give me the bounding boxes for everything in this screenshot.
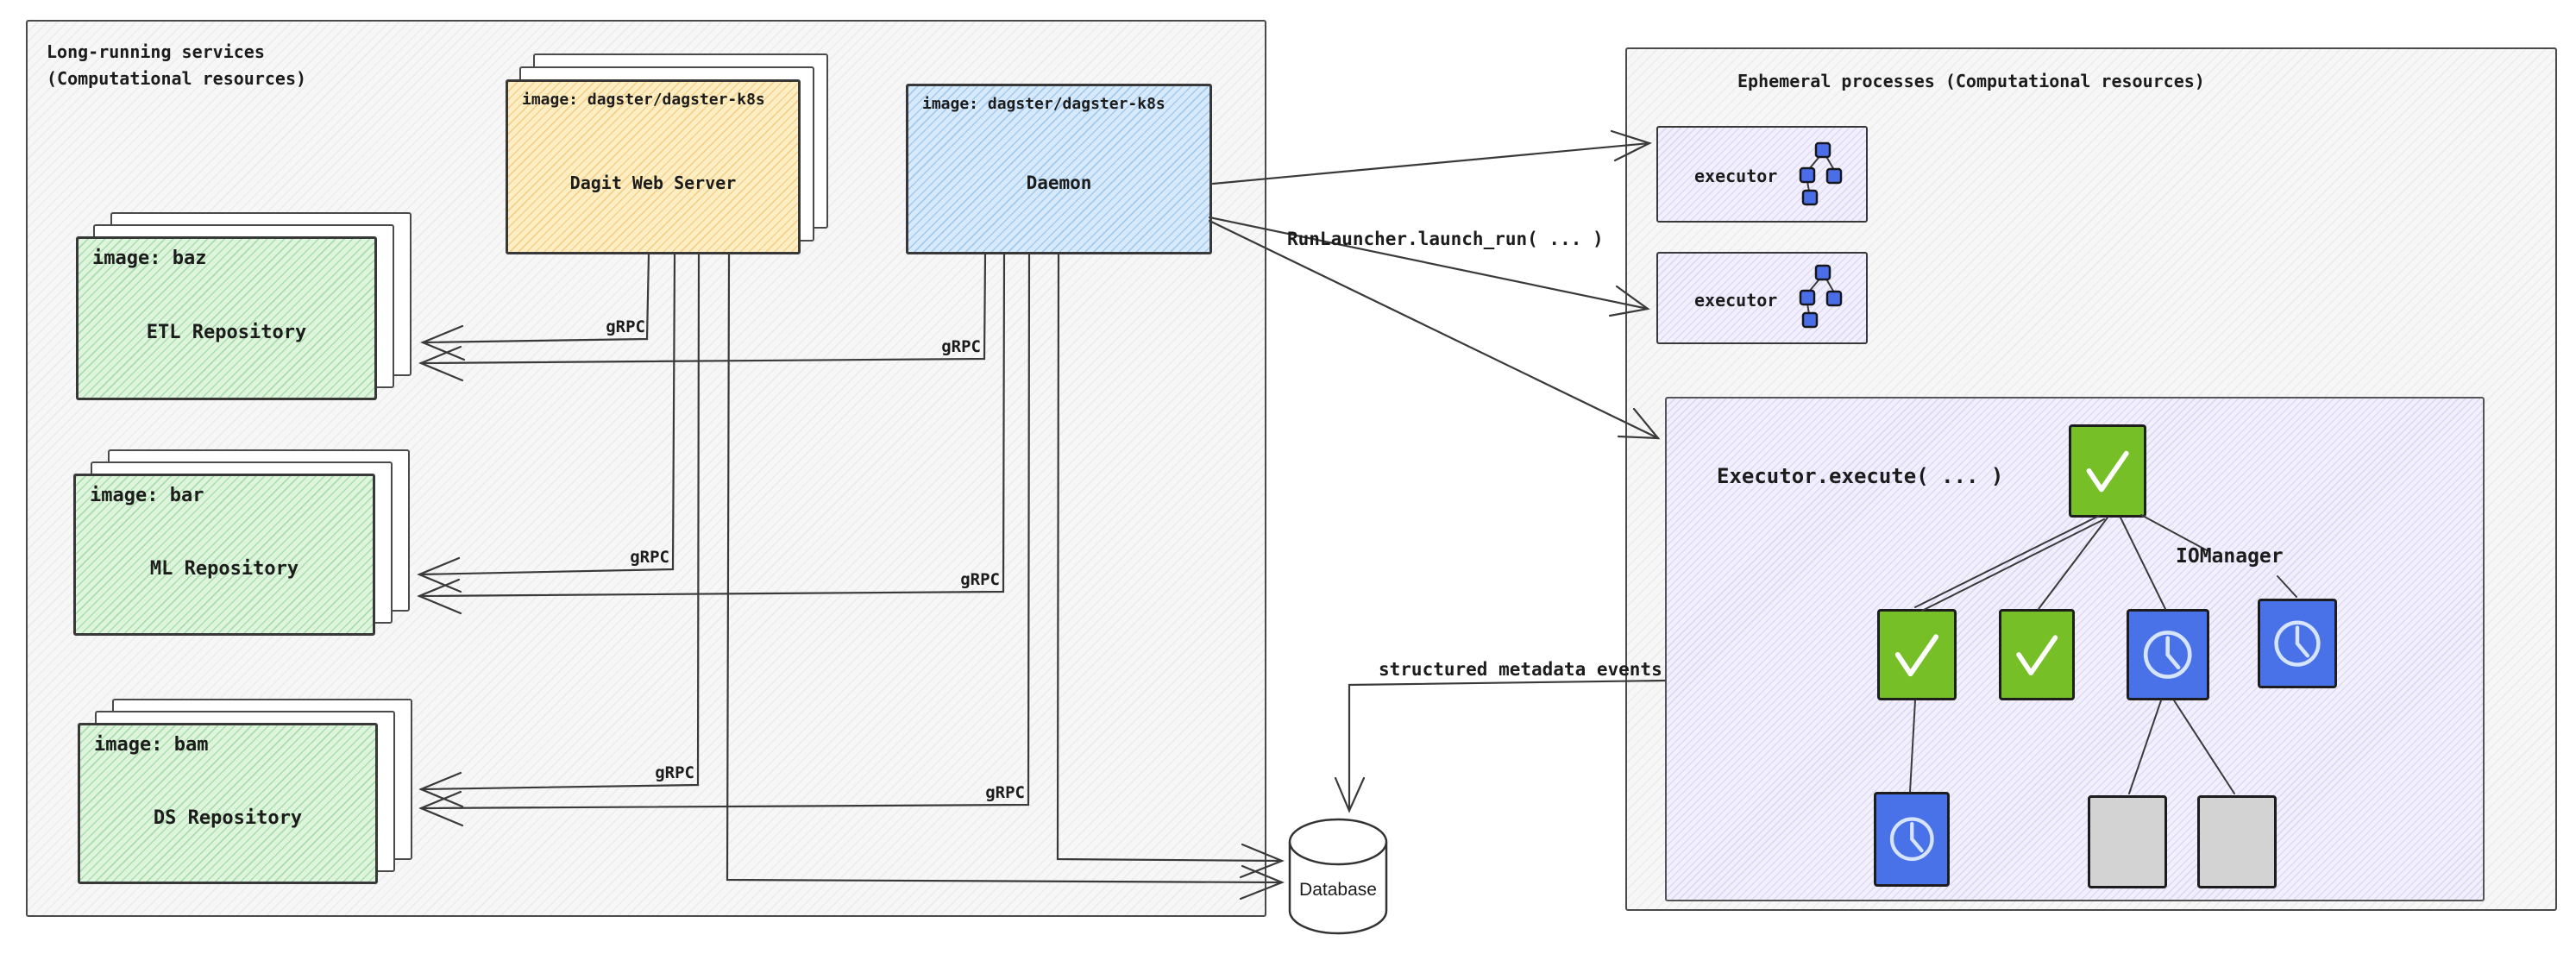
grpc-label: gRPC bbox=[960, 570, 1000, 589]
dagit-name: Dagit Web Server bbox=[569, 173, 737, 193]
dag-node-clock bbox=[2258, 599, 2337, 688]
daemon-name: Daemon bbox=[1026, 173, 1092, 193]
executor-1-label: executor bbox=[1694, 166, 1778, 186]
dag-node-blank bbox=[2088, 795, 2167, 888]
ml-image-label: image: bar bbox=[90, 485, 204, 506]
ds-image-label: image: bam bbox=[94, 734, 209, 756]
executor-execute-title: Executor.execute( ... ) bbox=[1717, 464, 2004, 488]
ds-repo-name: DS Repository bbox=[153, 807, 303, 829]
io-manager-label: IOManager bbox=[2176, 545, 2284, 568]
executor-2-label: executor bbox=[1694, 290, 1778, 311]
executor-box-2: executor bbox=[1656, 252, 1868, 344]
dag-node-check bbox=[1999, 609, 2075, 700]
grpc-label: gRPC bbox=[941, 337, 981, 356]
executor-box-1: executor bbox=[1656, 126, 1868, 223]
right-box-title: Ephemeral processes (Computational resou… bbox=[1737, 71, 2205, 91]
grpc-label: gRPC bbox=[985, 783, 1025, 802]
etl-repo-name: ETL Repository bbox=[146, 322, 307, 343]
grpc-label: gRPC bbox=[606, 317, 645, 336]
left-box-title-line2: (Computational resources) bbox=[47, 68, 307, 89]
run-launcher-arrow-executor-execute bbox=[1208, 219, 1661, 440]
ml-repo-name: ML Repository bbox=[149, 558, 299, 580]
dag-node-check bbox=[1877, 609, 1957, 700]
etl-image-label: image: baz bbox=[92, 248, 207, 269]
left-box-title-line1: Long-running services bbox=[47, 41, 265, 62]
dagit-image-label: image: dagster/dagster-k8s bbox=[522, 91, 765, 109]
database-cylinder bbox=[1288, 818, 1388, 935]
op-graph-icon bbox=[1798, 141, 1846, 212]
grpc-label: gRPC bbox=[655, 763, 694, 782]
run-launcher-label: RunLauncher.launch_run( ... ) bbox=[1287, 229, 1604, 249]
dag-node-blank bbox=[2197, 795, 2277, 888]
metadata-events-label: structured metadata events bbox=[1379, 659, 1662, 680]
ml-repository-box: image: bar ML Repository bbox=[73, 474, 375, 636]
ds-repository-box: image: bam DS Repository bbox=[78, 723, 378, 884]
grpc-label: gRPC bbox=[630, 548, 669, 567]
dag-node-clock bbox=[2127, 609, 2209, 700]
metadata-events-arrow bbox=[1334, 679, 1667, 813]
dag-node-check bbox=[2069, 424, 2146, 518]
op-graph-icon bbox=[1798, 264, 1846, 335]
daemon-image-label: image: dagster/dagster-k8s bbox=[922, 95, 1165, 113]
dagit-web-server-box: image: dagster/dagster-k8s Dagit Web Ser… bbox=[506, 79, 801, 254]
dag-node-clock bbox=[1874, 792, 1950, 887]
run-launcher-arrow-executor-1 bbox=[1211, 129, 1652, 185]
database-label: Database bbox=[1299, 880, 1377, 900]
etl-repository-box: image: baz ETL Repository bbox=[76, 236, 377, 400]
daemon-box: image: dagster/dagster-k8s Daemon bbox=[906, 84, 1212, 254]
